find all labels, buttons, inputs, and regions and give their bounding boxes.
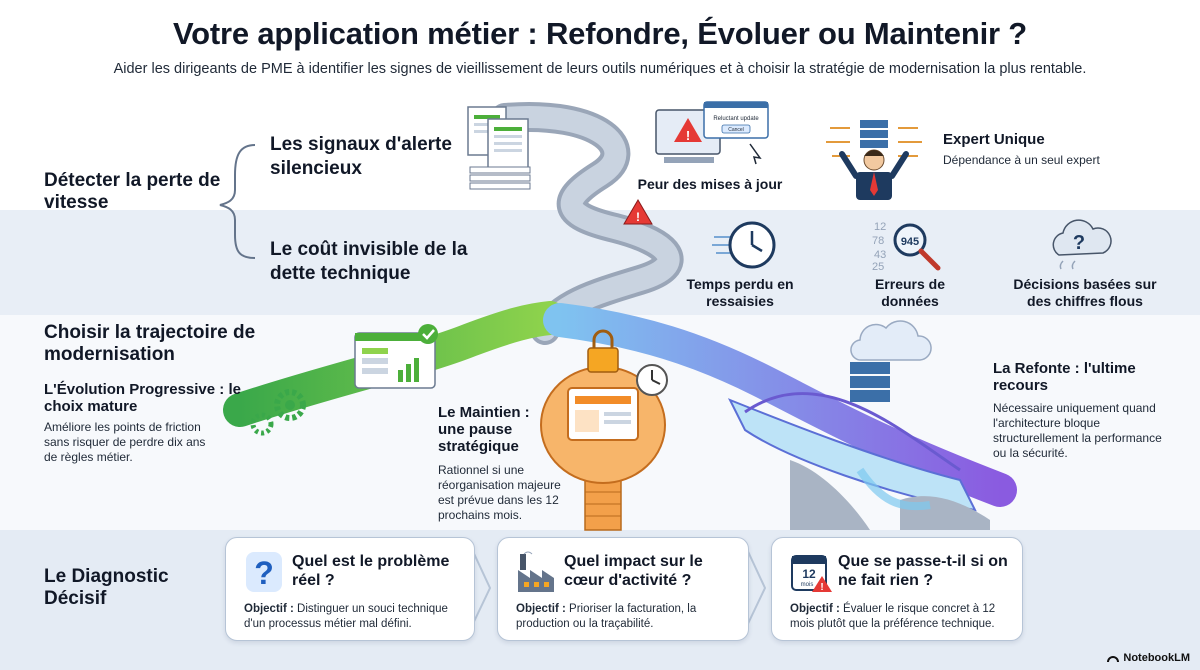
- svg-text:78: 78: [872, 235, 884, 247]
- svg-text:?: ?: [1073, 232, 1085, 254]
- svg-text:43: 43: [874, 249, 886, 261]
- card-business-impact: Quel impact sur le cœur d'activité ? Obj…: [497, 537, 749, 641]
- fuzzy-decisions-label: Décisions basées sur des chiffres flous: [1013, 276, 1157, 309]
- monitor-warning-icon: ! Reluctant update Cancel: [655, 101, 769, 165]
- branch-signals-title: Les signaux d'alerte silencieux: [270, 134, 452, 179]
- svg-text:Cancel: Cancel: [728, 127, 744, 133]
- lost-time-label: Temps perdu en ressaisies: [686, 276, 794, 309]
- section-trajectory-title: Choisir la trajectoire de modernisation: [44, 322, 256, 365]
- clock-icon: [712, 221, 776, 269]
- calendar-warning-icon: 12 mois !: [791, 555, 832, 593]
- svg-text:25: 25: [872, 261, 884, 273]
- svg-text:!: !: [636, 210, 640, 224]
- refonte-desc: Nécessaire uniquement quand l'architectu…: [993, 401, 1162, 460]
- card-arrow-2: [744, 544, 767, 631]
- gear-icon: [274, 389, 306, 421]
- section-diagnostic-title: Le Diagnostic Décisif: [44, 566, 169, 609]
- evolution-desc: Améliore les points de friction sans ris…: [44, 420, 206, 464]
- section-detect-title: Détecter la perte de vitesse: [44, 170, 221, 213]
- svg-text:!: !: [820, 582, 823, 593]
- page-subtitle: Aider les dirigeants de PME à identifier…: [113, 61, 1087, 77]
- cliff-left: [790, 460, 870, 530]
- evolution-title: L'Évolution Progressive : le choix matur…: [44, 381, 241, 415]
- road-warning-icon: [623, 199, 653, 225]
- maintain-title: Le Maintien : une pause stratégique: [438, 404, 530, 455]
- cliff-right: [900, 496, 990, 530]
- expert-icon: [826, 120, 922, 200]
- card-do-nothing: 12 mois ! Que se passe-t-il si on ne fai…: [771, 537, 1023, 641]
- expert-title: Expert Unique: [943, 131, 1045, 148]
- padlock-icon: [587, 347, 619, 373]
- magnifier-icon: 12 78 43 25 945: [872, 221, 941, 273]
- svg-text:12: 12: [802, 567, 816, 581]
- data-errors-label: Erreurs de données: [874, 276, 946, 309]
- svg-text:945: 945: [901, 236, 919, 248]
- expert-desc: Dépendance à un seul expert: [943, 153, 1100, 167]
- card-real-problem: ? Quel est le problème réel ? Objectif :…: [225, 537, 475, 641]
- page-title: Votre application métier : Refondre, Évo…: [172, 16, 1028, 51]
- card-arrow-1: [469, 544, 492, 631]
- bridge: [727, 398, 977, 512]
- svg-text:Reluctant update: Reluctant update: [713, 116, 759, 122]
- gear-small-icon: [250, 412, 274, 436]
- bracket-lines: [219, 144, 256, 259]
- refonte-title: La Refonte : l'ultime recours: [993, 360, 1136, 394]
- maintain-desc: Rationnel si une réorganisation majeure …: [438, 463, 561, 522]
- svg-text:mois: mois: [801, 582, 814, 588]
- server-stack-icon: [850, 362, 890, 374]
- cloud-icon: [850, 320, 932, 361]
- factory-icon: [518, 551, 554, 592]
- road-evolution: [223, 301, 567, 427]
- branch-cost-title: Le coût invisible de la dette technique: [270, 239, 468, 284]
- road-refonte: [543, 303, 1017, 507]
- svg-text:?: ?: [254, 555, 274, 591]
- check-icon: [418, 324, 438, 344]
- svg-text:!: !: [686, 128, 690, 143]
- svg-text:12: 12: [874, 221, 886, 233]
- stairs: [584, 479, 622, 531]
- fear-updates-label: Peur des mises à jour: [637, 176, 783, 192]
- brand-logo: NotebookLM: [1107, 652, 1190, 664]
- notebooklm-icon: [1107, 656, 1120, 663]
- question-mark-icon: ?: [246, 552, 282, 592]
- documents-icon: [467, 106, 531, 190]
- cloud-question-icon: ?: [1052, 219, 1112, 270]
